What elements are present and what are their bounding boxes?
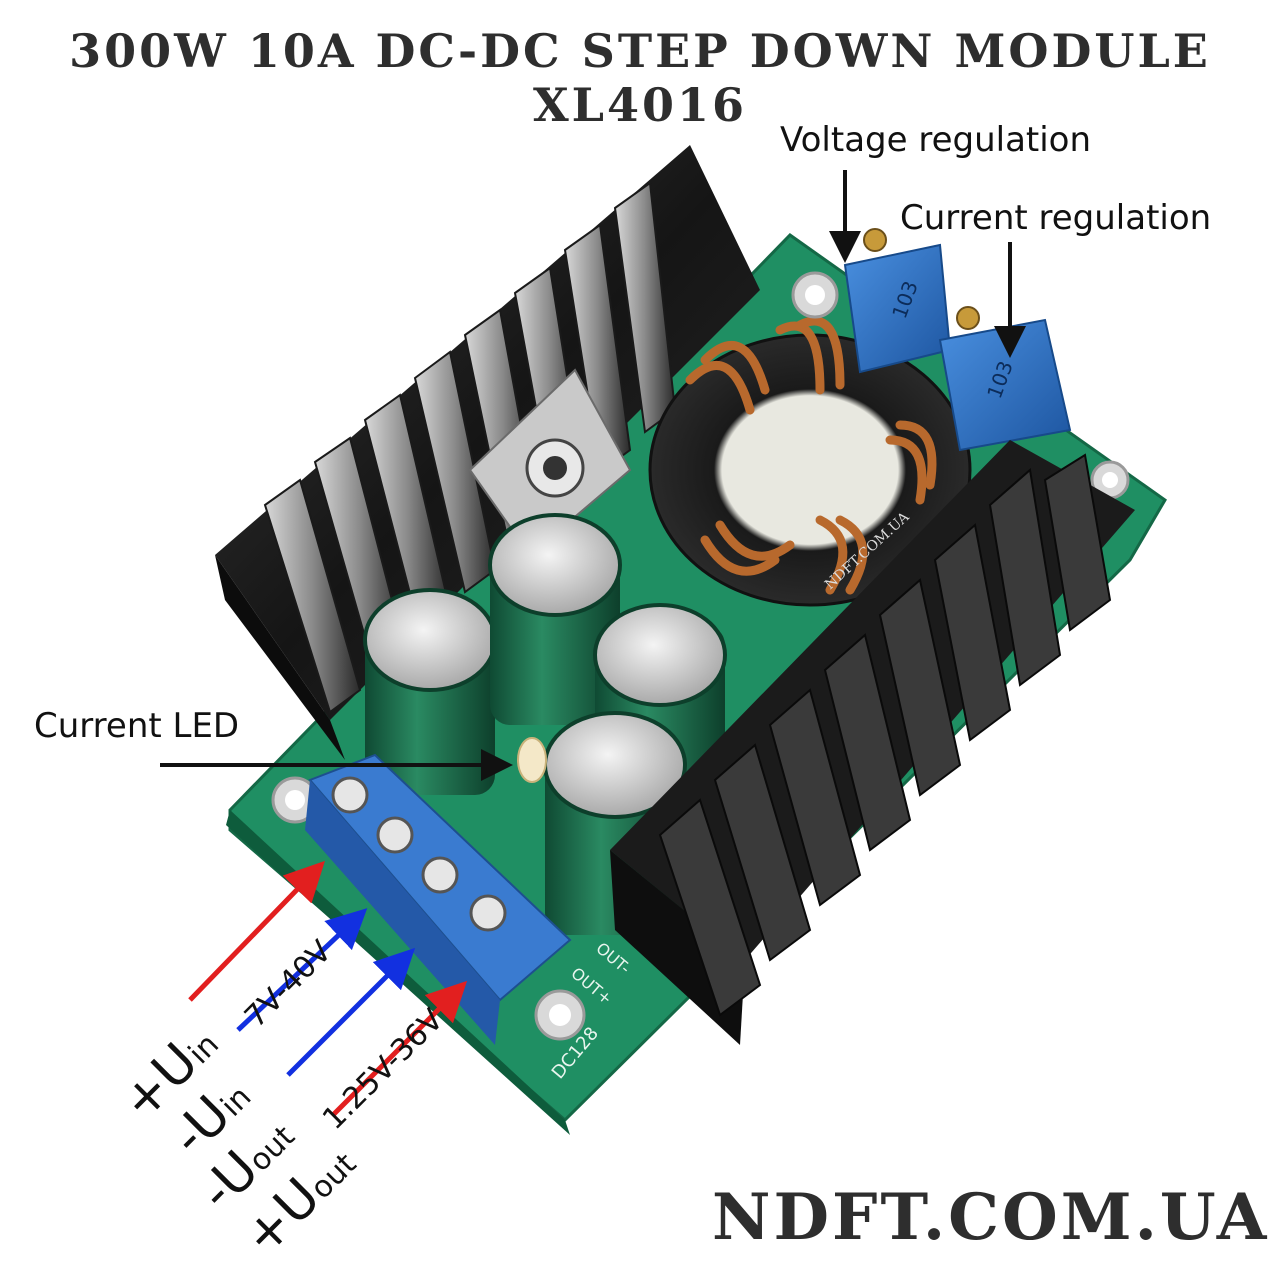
right-heatsink: [610, 440, 1135, 1045]
annotation-arrows: [160, 170, 1026, 1117]
toroid-inductor: NDFT.COM.UA: [648, 316, 972, 607]
current-led: [517, 737, 547, 783]
voltage-regulation-label: Voltage regulation: [780, 120, 1092, 160]
capacitor-1: [363, 588, 497, 795]
terminal-block: [305, 753, 572, 1045]
current-trimpot: 103: [938, 306, 1072, 452]
page-title: 300W 10A DC-DC STEP DOWN MODULE XL4016: [69, 24, 1211, 132]
current-led-label: Current LED: [34, 706, 240, 746]
voltage-trimpot: 103: [843, 228, 952, 374]
brand-logo-text: NDFT.COM.UA: [712, 1180, 1270, 1255]
minus-uin-arrow: [236, 908, 368, 1032]
minus-uout-arrow: [286, 947, 416, 1077]
current-regulation-label: Current regulation: [900, 198, 1212, 238]
capacitor-2: [488, 513, 622, 725]
plus-uin-arrow: [188, 860, 325, 1002]
plus-uout-arrow: [331, 980, 468, 1117]
